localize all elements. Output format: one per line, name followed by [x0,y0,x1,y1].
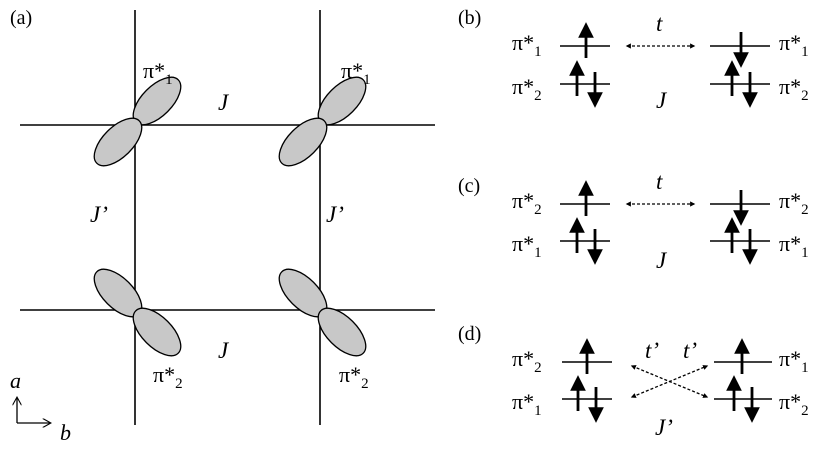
panel-c-left-bottom-label: π*1 [512,231,542,261]
orbital-lobe [132,307,182,357]
panel-c-right-bottom-label: π*1 [779,231,809,261]
panel-b-left-bottom-label: π*2 [512,74,542,104]
panel-a-label: (a) [10,7,32,29]
panel-d-hop-label-left: t’ [645,338,659,363]
panel-d-exchange-label: J’ [655,415,673,440]
panel-d-hop-label-right: t’ [683,338,697,363]
panel-c-label: (c) [458,175,480,197]
panel-b-right-bottom-label: π*2 [779,74,809,104]
panel-b-label: (b) [458,7,481,29]
panel-b [560,22,770,108]
panel-b-hop-label: t [656,11,663,36]
panel-d-left-bottom-label: π*1 [512,389,542,419]
orbital-top-right [278,76,367,167]
orbital-bottom-left [93,268,182,357]
exchange-Jprime-left: J’ [90,202,108,227]
pi2-label-bottom-right: π*2 [339,362,369,392]
panel-b-left-top-label: π*1 [512,30,542,60]
panel-b-exchange-label: J [656,88,668,113]
exchange-J-top: J [218,90,230,115]
pi1-label-top-left: π*1 [143,58,173,88]
panel-d-right-top-label: π*1 [779,346,809,376]
pi1-label-top-right: π*1 [341,58,371,88]
panel-d-label: (d) [458,323,481,345]
panel-c-exchange-label: J [656,248,668,273]
panel-c-left-top-label: π*2 [512,188,542,218]
panel-c-hop-label: t [656,169,663,194]
panel-d-right-bottom-label: π*2 [779,389,809,419]
orbital-lobe [317,307,367,357]
axis-indicator: a b [10,368,71,445]
axis-a-label: a [10,368,21,393]
panel-d-left-top-label: π*2 [512,346,542,376]
lattice-grid [20,10,435,425]
panel-d [562,338,772,423]
exchange-Jprime-right: J’ [326,202,344,227]
panel-c-right-top-label: π*2 [779,188,809,218]
axis-b-label: b [60,420,71,445]
orbital-lobe [278,117,328,167]
panel-b-right-top-label: π*1 [779,30,809,60]
orbital-lobe [93,117,143,167]
hopping-arrow-cross [630,365,709,398]
orbital-bottom-right [278,268,367,357]
orbital-top-left [93,76,182,167]
pi2-label-bottom-left: π*2 [153,362,183,392]
exchange-J-bottom: J [218,338,230,363]
panel-c [560,180,770,265]
